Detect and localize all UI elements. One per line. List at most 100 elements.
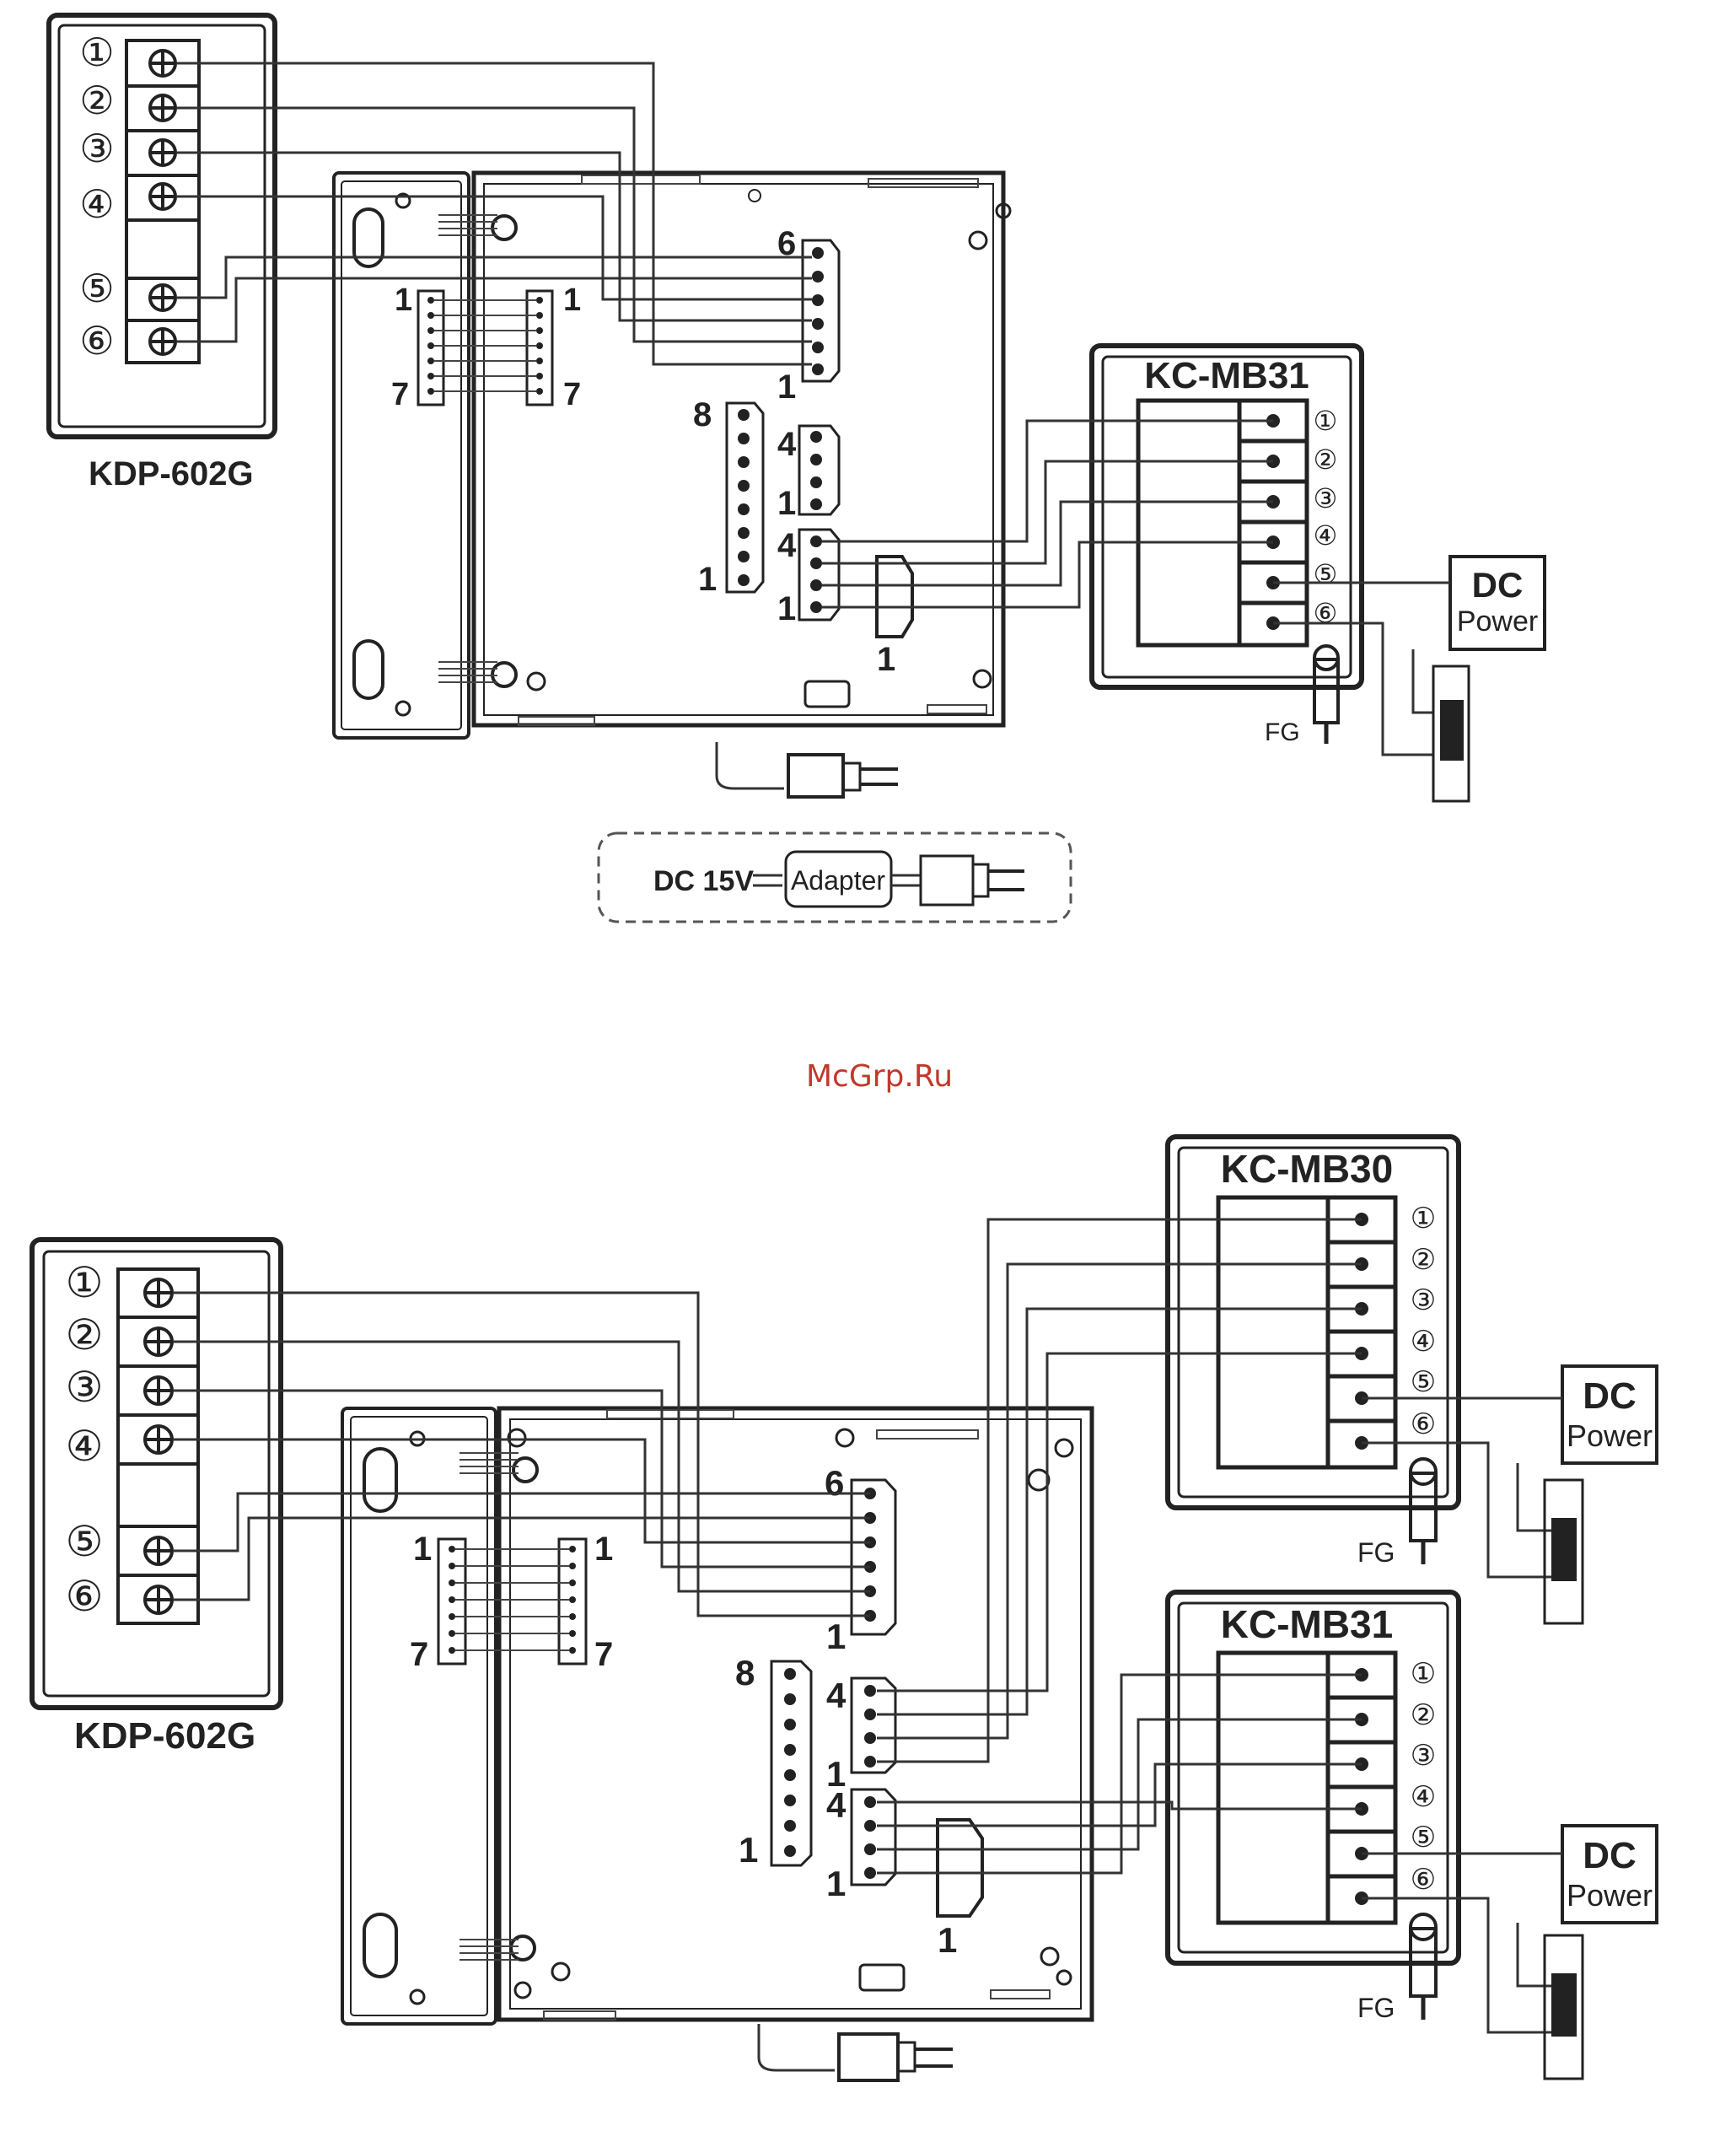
kdp-terminal-1-label: ①	[79, 30, 114, 74]
kdp-terminal-3-label: ③	[79, 126, 114, 170]
left-7pin-top-label: 1	[395, 283, 412, 318]
kdp-terminal-2-label: ②	[79, 78, 114, 122]
kc-mb30-terminal-4: ④	[1411, 1326, 1436, 1358]
kc-mb30-terminal-6: ⑥	[1411, 1408, 1436, 1440]
fg-label: FG	[1265, 718, 1300, 746]
wires-kdp-to-monitor-bottom	[173, 1293, 870, 1616]
b-cam2-4pin-bottom-label: 1	[826, 1864, 846, 1903]
kdp-602g-top: ① ② ③ ④ ⑤ ⑥ KDP-602G	[49, 15, 275, 492]
camera-terminal-3-label: ③	[1314, 483, 1338, 514]
camera-4pin-bottom-label: 1	[777, 590, 796, 627]
b-8pin-top-label: 8	[735, 1653, 755, 1692]
kc-mb31-b-fg-label: FG	[1357, 1993, 1395, 2023]
kc-mb30-label: KC-MB30	[1221, 1147, 1393, 1191]
wires-monitor-to-cameras-bottom	[877, 1219, 1362, 1873]
b-camera-plug-label: 1	[938, 1920, 957, 1960]
door-lock-bottom-2	[1545, 1935, 1583, 2079]
camera-model-label: KC-MB31	[1144, 355, 1309, 396]
kdp-b-terminal-2-label: ②	[66, 1311, 104, 1359]
watermark: McGrp.Ru	[806, 1059, 953, 1094]
kdp-b-terminal-1-label: ①	[66, 1259, 104, 1306]
adapter-label: Adapter	[791, 865, 885, 896]
kdp-b-terminal-4-label: ④	[66, 1423, 104, 1470]
kc-mb30-fg-label: FG	[1357, 1537, 1395, 1568]
right-7pin-top-label: 1	[563, 283, 581, 318]
camera-plug-label: 1	[877, 641, 895, 678]
kdp-602g-bottom: ① ② ③ ④ ⑤ ⑥ KDP-602G	[32, 1240, 281, 1757]
b-6pin-bottom-label: 1	[826, 1617, 846, 1656]
kc-mb31-camera-top: KC-MB31 ① ② ③ ④ ⑤ ⑥ FG	[1092, 346, 1362, 746]
camera-plug-bottom: 1	[938, 1820, 982, 1960]
b-right-7pin-top-label: 1	[594, 1531, 613, 1568]
b-left-7pin-bottom-label: 7	[410, 1636, 428, 1673]
left-7pin-bottom-label: 7	[391, 377, 409, 412]
kdp-terminal-6-label: ⑥	[79, 319, 114, 363]
kdp-screw-terminals	[150, 51, 175, 354]
kc-mb30-terminal-2: ②	[1411, 1244, 1436, 1276]
power-plug-top	[788, 755, 898, 797]
monitor-b-connector-6pin: 6 1	[825, 1463, 895, 1656]
fg-ground-terminal: FG	[1265, 646, 1338, 746]
dc-power-line2: Power	[1457, 605, 1538, 638]
adapter-dc-label: DC 15V	[653, 865, 754, 897]
wires-kdp-to-monitor-top	[177, 63, 812, 364]
b-left-7pin-top-label: 1	[413, 1531, 432, 1568]
monitor-b-connector-cam1-4pin: 4 1	[826, 1676, 895, 1794]
connector-8pin-top-label: 8	[693, 396, 712, 433]
monitor-connector-6pin: 6 1	[777, 225, 839, 406]
monitor-b-connector-8pin: 8 1	[735, 1653, 811, 1870]
spare-4pin-top-label: 4	[777, 426, 797, 463]
dc-power-1-line2: Power	[1567, 1418, 1653, 1453]
kc-mb31-b-terminal-2: ②	[1411, 1699, 1436, 1731]
b-cam1-4pin-top-label: 4	[826, 1676, 847, 1715]
camera-4pin-top-label: 4	[777, 527, 797, 564]
kc-mb31-b-fg-terminal: FG	[1357, 1914, 1436, 2023]
dc-power-1-line1: DC	[1583, 1375, 1637, 1417]
monitor-unit-top: 6 1 1 7	[334, 173, 1010, 797]
power-plug-bottom	[839, 2034, 953, 2080]
top-diagram: ① ② ③ ④ ⑤ ⑥ KDP-602G	[49, 15, 1545, 922]
kc-mb31-b-terminal-3: ③	[1411, 1740, 1436, 1772]
monitor-unit-bottom: 6 1 1 7	[342, 1408, 1092, 2080]
camera-terminal-4-label: ④	[1314, 520, 1338, 551]
dc-power-line1: DC	[1472, 565, 1524, 605]
kdp-screw-terminals-bottom	[145, 1279, 172, 1613]
connector-8pin-bottom-label: 1	[698, 561, 717, 598]
door-lock-bottom-1	[1545, 1480, 1583, 1623]
kdp-b-terminal-6-label: ⑥	[66, 1573, 104, 1620]
bottom-diagram: ① ② ③ ④ ⑤ ⑥ KDP-602G	[32, 1137, 1657, 2080]
dc-power-2-line2: Power	[1567, 1878, 1653, 1913]
kc-mb30-terminal-5: ⑤	[1411, 1366, 1436, 1398]
kdp-model-label: KDP-602G	[89, 455, 254, 492]
kdp-terminal-5-label: ⑤	[79, 266, 114, 310]
b-right-7pin-bottom-label: 7	[594, 1636, 613, 1673]
kdp-terminal-4-label: ④	[79, 182, 114, 226]
wires-monitor-to-camera-top	[822, 421, 1273, 607]
kc-mb31-b-label: KC-MB31	[1221, 1602, 1393, 1646]
camera-terminal-1-label: ①	[1314, 406, 1338, 436]
kdp-b-model-label: KDP-602G	[74, 1715, 255, 1757]
camera-terminal-5-label: ⑤	[1314, 559, 1338, 589]
connector-6pin-bottom-label: 1	[777, 369, 796, 406]
camera-plug-top: 1	[877, 557, 912, 678]
b-cam2-4pin-top-label: 4	[826, 1785, 847, 1825]
kdp-b-terminal-3-label: ③	[66, 1364, 104, 1411]
kc-mb31-b-terminal-6: ⑥	[1411, 1864, 1436, 1896]
b-8pin-bottom-label: 1	[739, 1830, 758, 1870]
camera-terminal-2-label: ②	[1314, 444, 1338, 475]
kc-mb31-b-terminal-4: ④	[1411, 1781, 1436, 1813]
kc-mb30-terminal-1: ①	[1411, 1203, 1436, 1235]
kc-mb31-b-terminal-1: ①	[1411, 1658, 1436, 1690]
spare-4pin-bottom-label: 1	[777, 485, 796, 522]
monitor-connector-8pin: 8 1	[693, 396, 763, 598]
kc-mb31-b-terminal-5: ⑤	[1411, 1822, 1436, 1854]
monitor-connector-4pin-spare: 4 1	[777, 426, 839, 522]
kdp-b-terminal-5-label: ⑤	[66, 1518, 104, 1565]
door-lock-top	[1433, 666, 1469, 801]
monitor-b-connector-left-7pin: 1 7	[410, 1531, 465, 1673]
adapter-box: DC 15V Adapter	[599, 833, 1071, 922]
monitor-connector-left-7pin: 1 7	[391, 283, 443, 412]
monitor-b-connector-right-7pin: 1 7	[455, 1531, 613, 1673]
kc-mb30-terminal-3: ③	[1411, 1284, 1436, 1316]
